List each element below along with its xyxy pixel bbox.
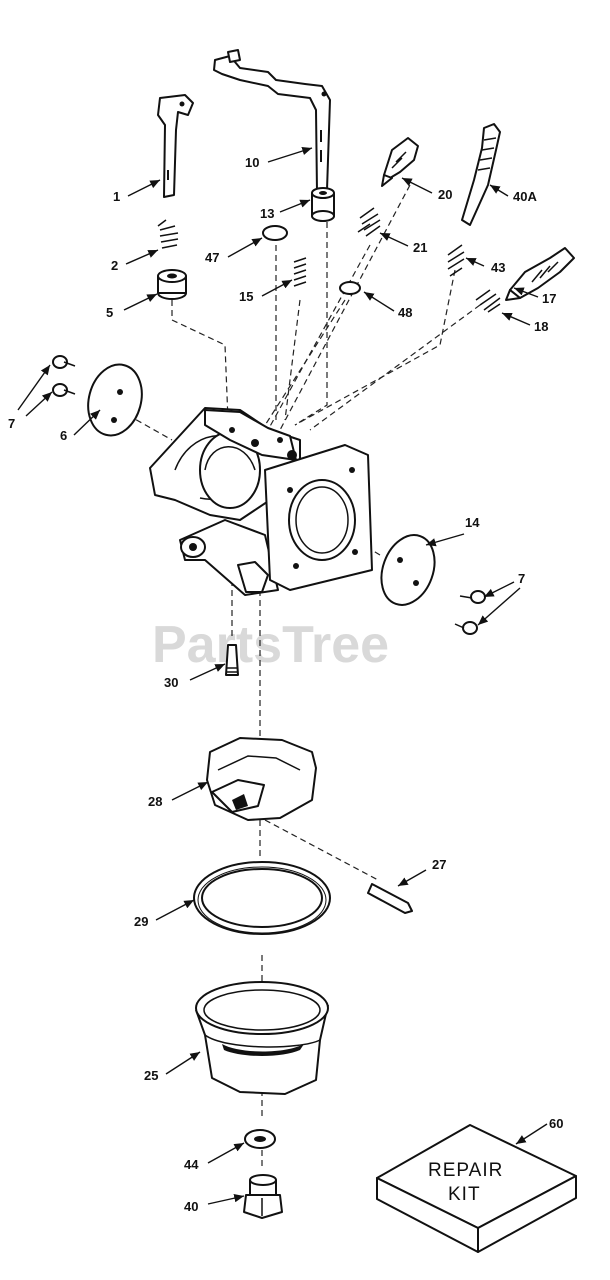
repair-kit-label-line2: KIT [448, 1184, 481, 1205]
o-ring-part [339, 281, 361, 295]
callout-10: 10 [245, 155, 259, 170]
callout-25: 25 [144, 1068, 158, 1083]
float-bowl-part [195, 981, 329, 1095]
callout-27: 27 [432, 857, 446, 872]
idle-mixture-screw-part [381, 137, 419, 187]
callout-40a: 40A [513, 189, 537, 204]
bowl-nut-part [243, 1174, 283, 1219]
callout-43: 43 [491, 260, 505, 275]
needle-spring-part [447, 244, 465, 277]
callout-1: 1 [113, 189, 120, 204]
callout-5: 5 [106, 305, 113, 320]
callout-60: 60 [549, 1116, 563, 1131]
float-part [206, 737, 317, 821]
screws-upper-part [52, 355, 76, 397]
callout-40: 40 [184, 1199, 198, 1214]
callout-15: 15 [239, 289, 253, 304]
callout-6: 6 [60, 428, 67, 443]
jet-part [225, 644, 239, 676]
choke-bushing-part [311, 187, 335, 222]
float-pin-part [367, 883, 413, 914]
screws-lower-part [454, 590, 486, 635]
callout-47: 47 [205, 250, 219, 265]
callout-18: 18 [534, 319, 548, 334]
throttle-spring-part [157, 219, 179, 249]
callout-2: 2 [111, 258, 118, 273]
callout-28: 28 [148, 794, 162, 809]
needle-valve-spring-part [475, 289, 501, 313]
callout-13: 13 [260, 206, 274, 221]
carburetor-body-part [149, 407, 373, 596]
choke-plate-part [380, 534, 436, 606]
throttle-plate-part [87, 363, 143, 437]
idle-spring-part [293, 257, 307, 287]
welch-plug-part [262, 225, 288, 241]
watermark: PartsTree [152, 616, 389, 674]
callout-21: 21 [413, 240, 427, 255]
callout-30: 30 [164, 675, 178, 690]
callout-arrows [17, 146, 548, 1205]
choke-shaft-part [213, 49, 331, 193]
callout-29: 29 [134, 914, 148, 929]
needle-valve-part [505, 247, 575, 301]
bowl-gasket-part [193, 861, 331, 935]
callout-14: 14 [465, 515, 480, 530]
washer-part [244, 1129, 276, 1149]
repair-kit-box: REPAIR KIT [376, 1124, 577, 1253]
idle-screw-spring-part [357, 207, 381, 237]
callout-44: 44 [184, 1157, 199, 1172]
main-needle-part [461, 123, 501, 226]
repair-kit-label-line1: REPAIR [428, 1160, 503, 1181]
bushing-part [157, 269, 187, 300]
callout-20: 20 [438, 187, 452, 202]
callout-17: 17 [542, 291, 556, 306]
throttle-shaft-part [157, 94, 194, 198]
callout-labels: 1 2 5 7 6 10 13 47 15 20 40A 21 43 48 17… [8, 155, 563, 1214]
callout-7-lower: 7 [518, 571, 525, 586]
callout-7-upper: 7 [8, 416, 15, 431]
callout-48: 48 [398, 305, 412, 320]
